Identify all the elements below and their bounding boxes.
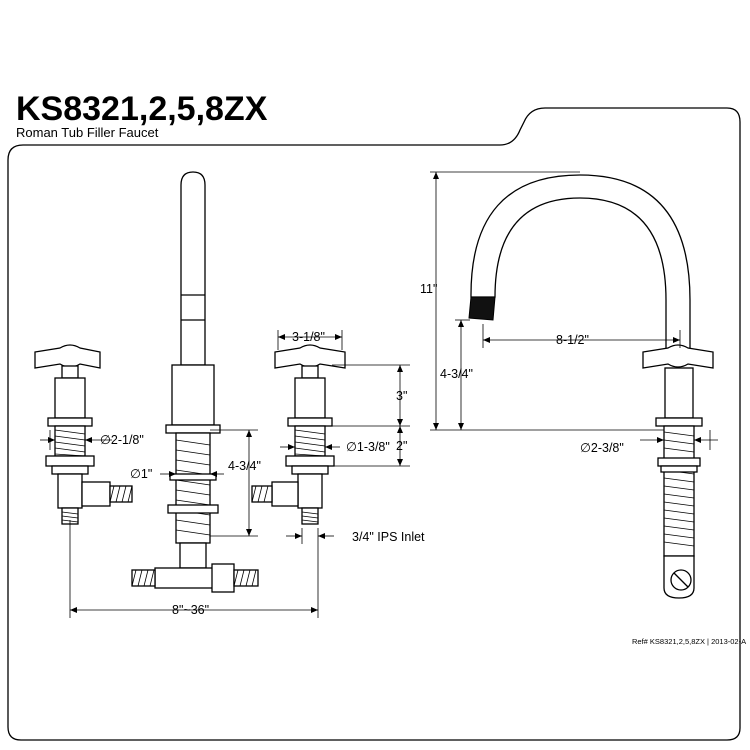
dim-valve-diameter: ∅1-3/8" xyxy=(346,440,390,454)
dim-left-shank-diameter: ∅2-1/8" xyxy=(100,433,144,447)
dim-handle-height: 3" xyxy=(396,389,407,403)
left-handle-valve xyxy=(34,344,133,525)
left-threaded-shank xyxy=(54,425,86,457)
dim-handle-width: 3-1/8" xyxy=(292,330,325,344)
center-spout-assembly xyxy=(131,171,259,593)
dim-overall-height: 11" xyxy=(420,282,437,296)
dim-spout-height: 4-3/4" xyxy=(440,367,473,381)
right-threaded-shank xyxy=(294,425,326,457)
center-threaded-shank xyxy=(175,432,211,544)
center-spout-tube xyxy=(180,171,206,366)
dim-reach: 8-1/2" xyxy=(556,333,589,347)
side-view-threaded-shank xyxy=(663,425,695,557)
footer-reference: Ref# KS8321,2,5,8ZX | 2013-02-A xyxy=(632,637,746,646)
drawing-frame xyxy=(7,107,741,741)
dim-spread: 8"~36" xyxy=(172,603,209,617)
dim-spout-hole-diameter: ∅1" xyxy=(130,467,152,481)
model-subtitle: Roman Tub Filler Faucet xyxy=(16,125,159,140)
side-view-gooseneck-spout xyxy=(470,174,691,356)
dimension-arrows xyxy=(48,172,701,613)
dimension-lines xyxy=(40,171,718,618)
right-cross-handle xyxy=(274,344,346,369)
model-title: KS8321,2,5,8ZX xyxy=(16,90,268,128)
right-handle-valve xyxy=(251,344,346,525)
dim-shank-length-right: 2" xyxy=(396,439,407,453)
dim-side-shank-diameter: ∅2-3/8" xyxy=(580,441,624,455)
side-view-cross-handle xyxy=(642,344,714,369)
left-cross-handle xyxy=(34,344,101,369)
dim-inlet: 3/4" IPS Inlet xyxy=(352,530,425,544)
side-view-faucet xyxy=(468,174,714,599)
dim-spout-shank: 4-3/4" xyxy=(228,459,261,473)
